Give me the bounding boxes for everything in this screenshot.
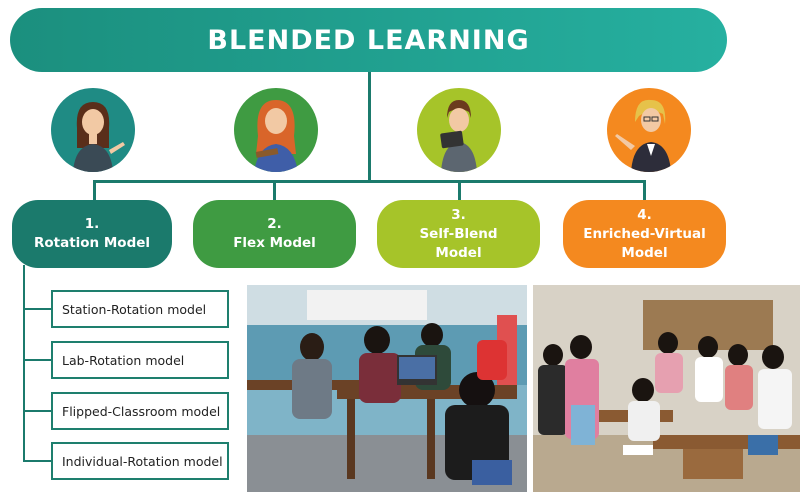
teacher-avatar-1: [51, 88, 135, 172]
rotation-type-label: Individual-Rotation model: [62, 453, 223, 469]
model-label: Rotation Model: [33, 235, 151, 251]
classroom-groupwork-image: [533, 285, 800, 492]
rotation-type-flipped: Flipped-Classroom model: [51, 392, 229, 430]
connector-sub-3: [23, 410, 51, 412]
model-label-line2: Model: [435, 244, 482, 261]
model-label: Enriched-Virtual: [583, 225, 706, 242]
teacher-figure-icon: [73, 102, 125, 172]
teacher-figure-icon: [615, 99, 671, 172]
classroom-photo-groupwork: [533, 285, 800, 492]
connector-drop-2: [273, 180, 276, 202]
connector-horizontal: [93, 180, 646, 183]
connector-sub-2: [23, 359, 51, 361]
model-rotation: 1. Rotation Model: [12, 200, 172, 268]
teacher-figure-icon: [254, 100, 298, 172]
rotation-type-label: Lab-Rotation model: [62, 352, 185, 368]
model-enriched-virtual: 4. Enriched-Virtual Model: [563, 200, 726, 268]
connector-rotation-stem: [23, 265, 25, 461]
rotation-type-label: Station-Rotation model: [62, 301, 207, 317]
teacher-figure-icon: [440, 100, 477, 172]
connector-drop-3: [458, 180, 461, 202]
rotation-type-individual: Individual-Rotation model: [51, 442, 229, 480]
teacher-avatar-2: [234, 88, 318, 172]
model-number: 1.: [84, 216, 100, 232]
title-banner: BLENDED LEARNING: [10, 8, 727, 72]
model-number: 4.: [637, 206, 652, 223]
model-number: 2.: [267, 216, 282, 232]
connector-sub-1: [23, 308, 51, 310]
model-label: Flex Model: [233, 235, 316, 251]
teacher-avatar-4: [607, 88, 691, 172]
model-label-line2: Model: [621, 244, 668, 261]
classroom-photo-laptops: [247, 285, 527, 492]
connector-drop-4: [643, 180, 646, 202]
rotation-type-lab: Lab-Rotation model: [51, 341, 229, 379]
page-title: BLENDED LEARNING: [207, 24, 530, 56]
classroom-laptops-image: [247, 285, 527, 492]
rotation-type-label: Flipped-Classroom model: [62, 403, 221, 419]
model-label: Self-Blend: [419, 225, 498, 242]
connector-trunk: [368, 72, 371, 182]
model-number: 3.: [451, 206, 466, 223]
model-flex: 2. Flex Model: [193, 200, 356, 268]
model-self-blend: 3. Self-Blend Model: [377, 200, 540, 268]
rotation-type-station: Station-Rotation model: [51, 290, 229, 328]
connector-drop-1: [93, 180, 96, 202]
connector-sub-4: [23, 460, 51, 462]
teacher-avatar-3: [417, 88, 501, 172]
